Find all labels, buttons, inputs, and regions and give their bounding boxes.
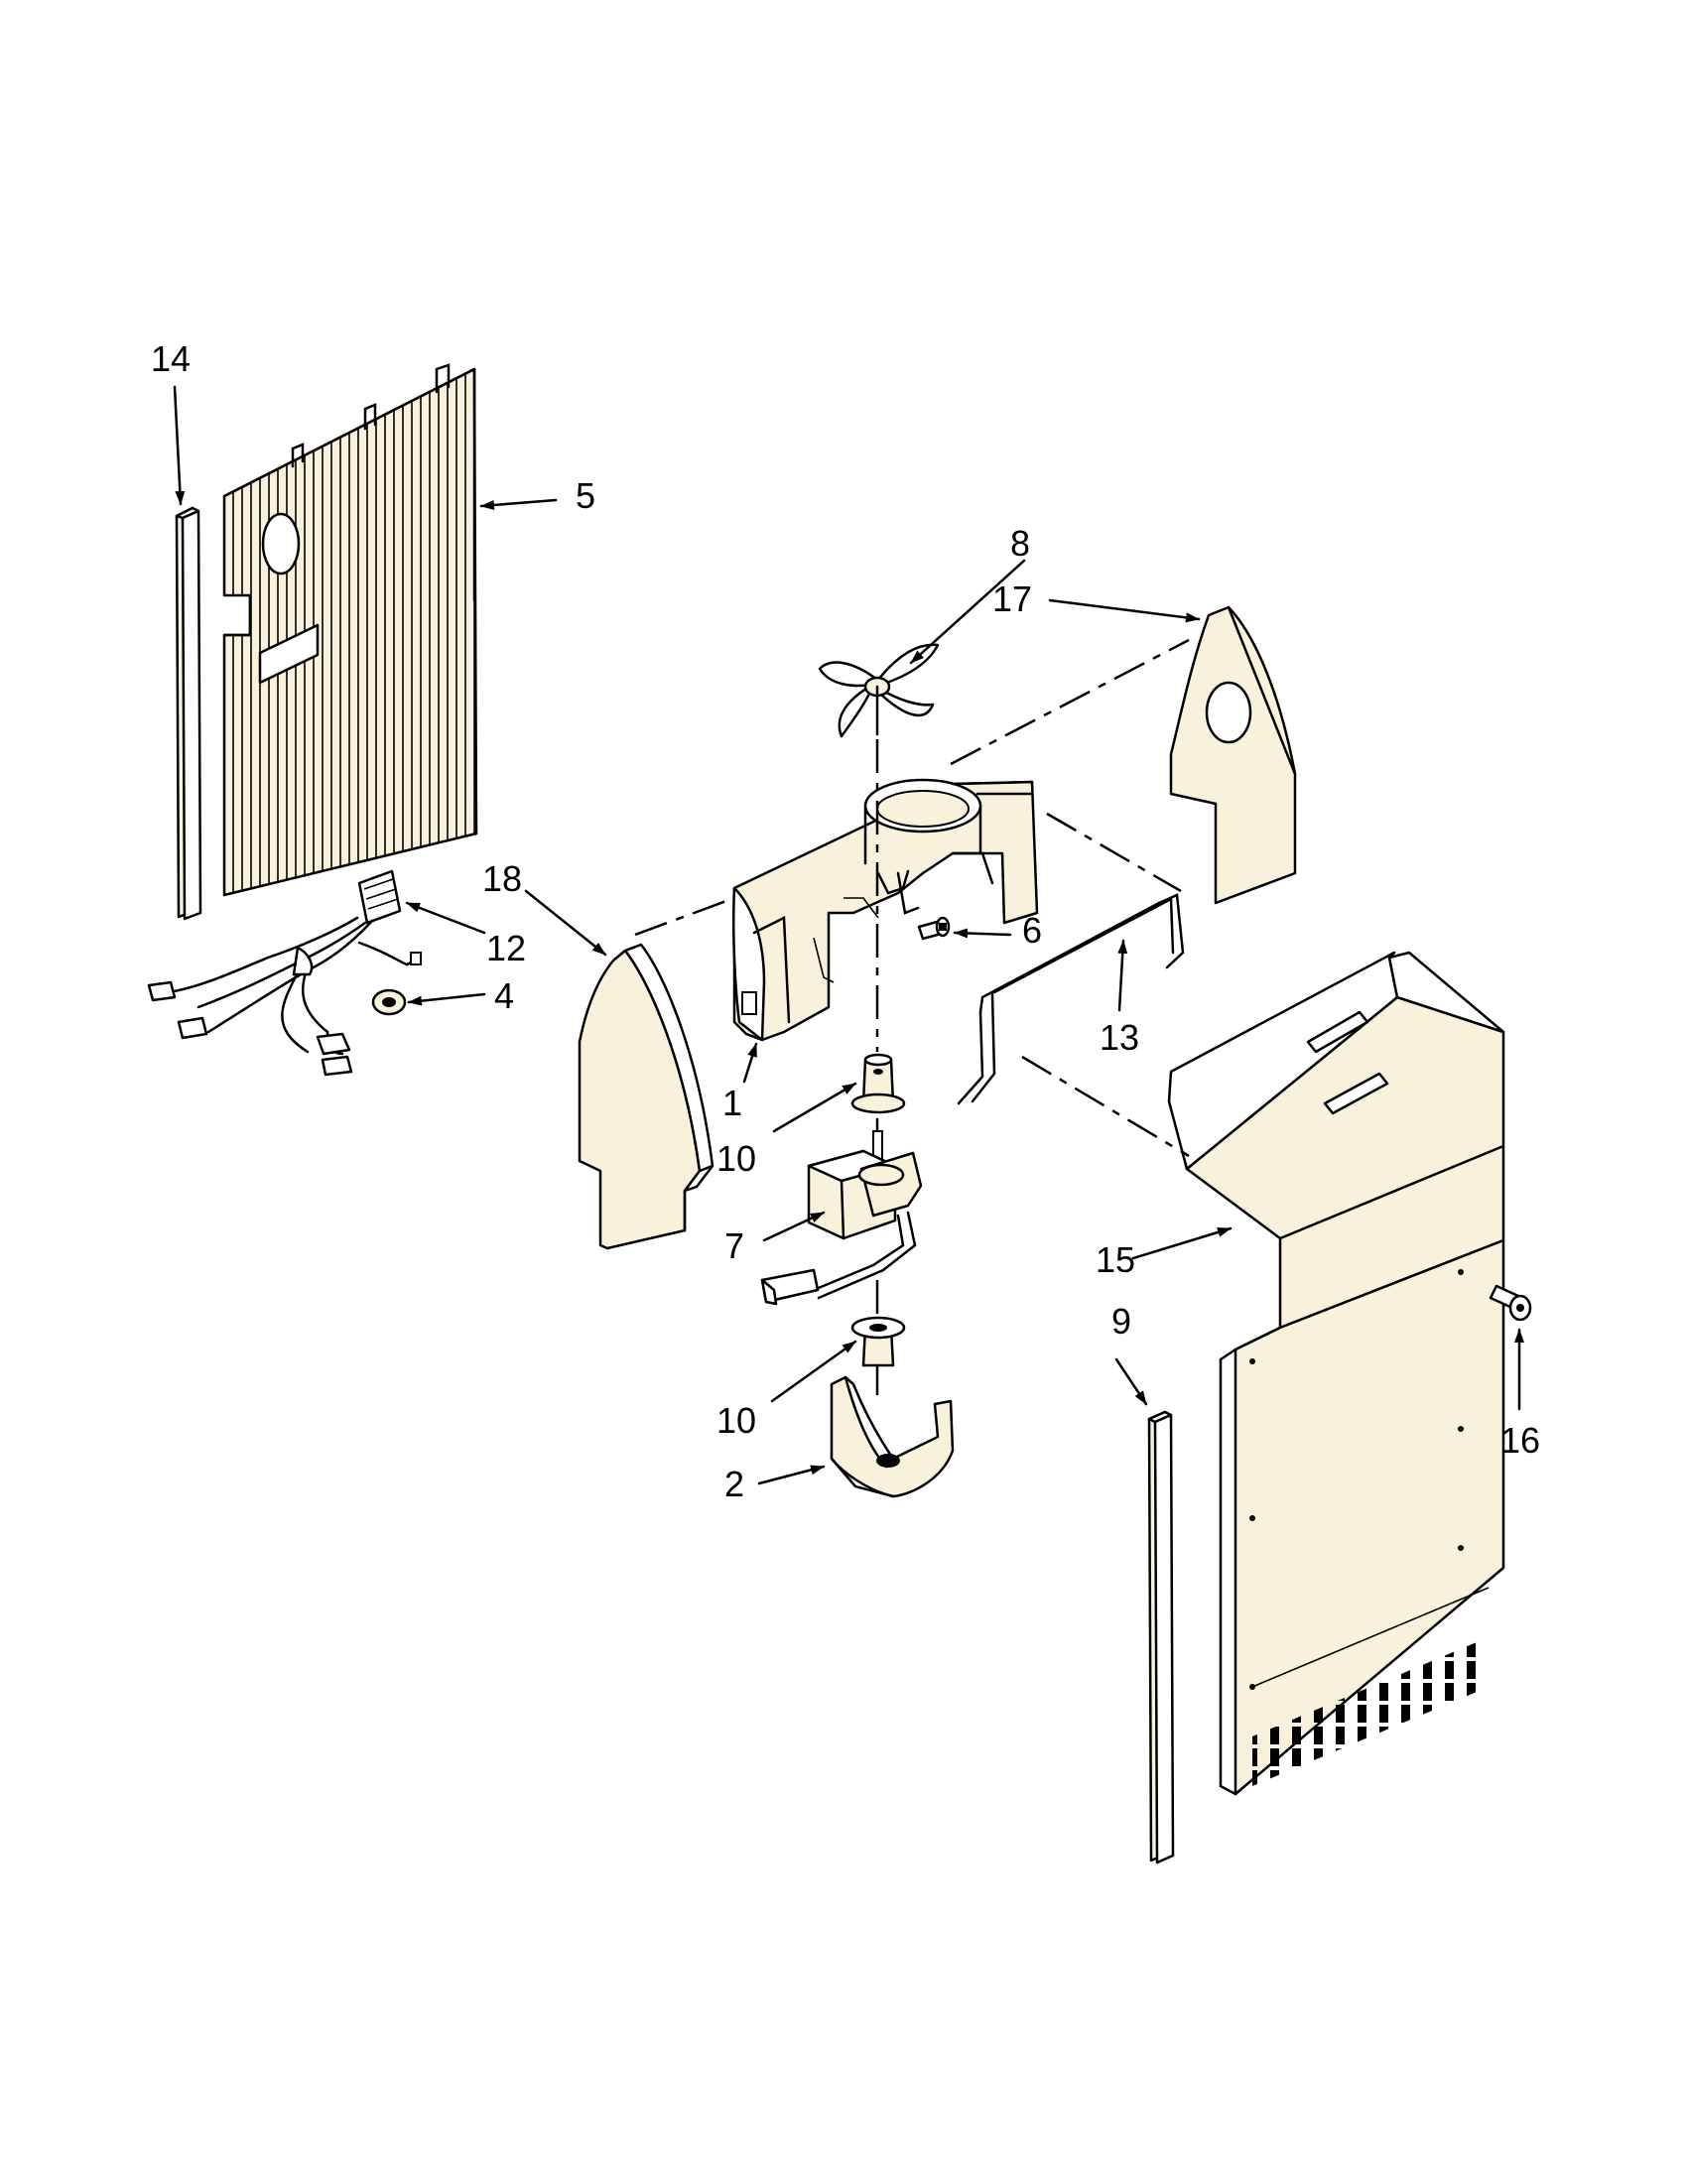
part-10-grommet-upper [850, 1053, 906, 1114]
callout-12: 12 [486, 928, 526, 968]
callout-arrows [173, 385, 1524, 1485]
part-2-motor-bracket [830, 1375, 955, 1498]
callout-18: 18 [482, 858, 522, 899]
part-14-seal-strip [175, 506, 202, 921]
callout-9: 9 [1111, 1301, 1131, 1342]
callout-labels: 14 5 8 17 18 12 6 4 13 1 10 7 15 9 16 10… [151, 338, 1540, 1504]
part-18-shroud-side-left [578, 943, 714, 1250]
alignment-lines [634, 638, 1190, 1320]
part-1-fan-shroud [731, 778, 1039, 1042]
part-7-fan-motor [760, 1117, 923, 1306]
callout-10-lower: 10 [716, 1400, 756, 1441]
part-16-screw [1489, 1284, 1532, 1322]
part-15-air-duct-cover [1167, 951, 1505, 1796]
callout-4: 4 [494, 975, 514, 1016]
callout-13: 13 [1100, 1017, 1139, 1058]
callout-15: 15 [1096, 1239, 1135, 1280]
part-4-grommet [371, 988, 407, 1016]
callout-8: 8 [1010, 523, 1030, 564]
callout-5: 5 [576, 475, 595, 516]
callout-10-upper: 10 [716, 1138, 756, 1179]
callout-1: 1 [722, 1083, 742, 1123]
callout-17: 17 [992, 578, 1032, 619]
part-5-evaporator-cover [222, 363, 478, 897]
part-12-wire-harness [147, 869, 422, 1077]
part-6-screw [917, 916, 951, 941]
callout-6: 6 [1022, 910, 1042, 951]
callout-2: 2 [724, 1464, 744, 1504]
part-13-wire-bracket [957, 893, 1185, 1105]
part-8-fan-blade [818, 643, 940, 738]
part-9-seal-strip [1147, 1410, 1175, 1864]
callout-16: 16 [1500, 1420, 1540, 1461]
callout-14: 14 [151, 338, 191, 379]
part-10-grommet-lower [850, 1316, 906, 1396]
callout-7: 7 [724, 1225, 744, 1266]
part-17-shroud-side-right [1169, 605, 1297, 905]
